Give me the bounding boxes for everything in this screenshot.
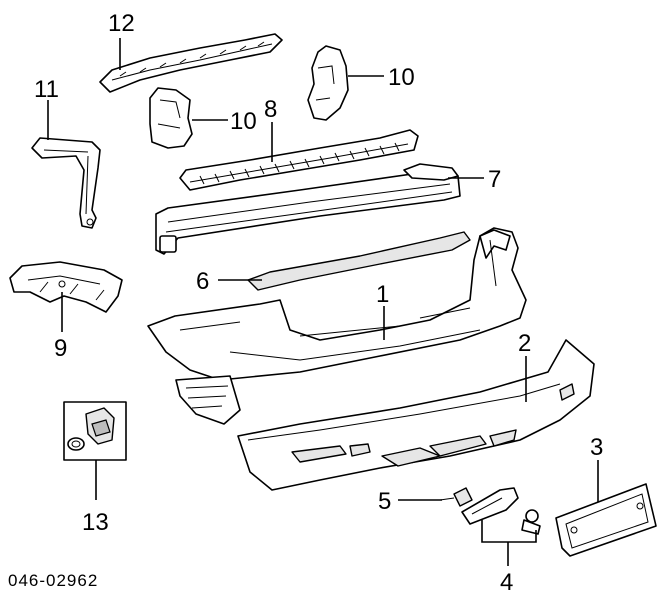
part-8-energy-absorber — [179, 129, 419, 191]
part-3-plate-bracket — [555, 483, 657, 557]
callout-2: 2 — [518, 330, 531, 357]
part-10-bracket-center — [149, 87, 193, 149]
callout-labels: 12 11 10 10 8 7 6 9 1 2 3 5 4 13 046-029… — [8, 10, 603, 596]
callout-3: 3 — [590, 434, 603, 461]
callout-5: 5 — [378, 488, 391, 515]
part-2-lower-valance — [237, 339, 595, 491]
part-4-bolt — [521, 509, 541, 535]
callout-1: 1 — [376, 281, 389, 308]
callout-9: 9 — [54, 335, 67, 362]
part-9-side-bracket — [9, 261, 123, 313]
part-7-reinforcement — [155, 163, 461, 255]
part-6-garnish — [247, 231, 471, 291]
part-4-reflector — [461, 487, 519, 525]
diagram-code: 046-02962 — [8, 571, 98, 590]
leader-lines — [47, 38, 599, 566]
callout-10-right: 10 — [388, 64, 415, 91]
callout-10-center: 10 — [230, 108, 257, 135]
callout-8: 8 — [264, 96, 277, 123]
callout-11: 11 — [34, 76, 59, 103]
part-12-upper-absorber — [99, 33, 283, 93]
callout-7: 7 — [488, 166, 501, 193]
part-13-sensor-box — [63, 401, 127, 461]
part-5-connector — [439, 487, 473, 507]
callout-13: 13 — [82, 509, 109, 536]
callout-4: 4 — [500, 569, 513, 596]
part-11-bracket — [31, 137, 101, 229]
part-1-bumper-cover — [147, 227, 527, 425]
callout-12: 12 — [108, 10, 135, 37]
part-10-bracket-right — [307, 45, 349, 121]
callout-6: 6 — [196, 268, 209, 295]
